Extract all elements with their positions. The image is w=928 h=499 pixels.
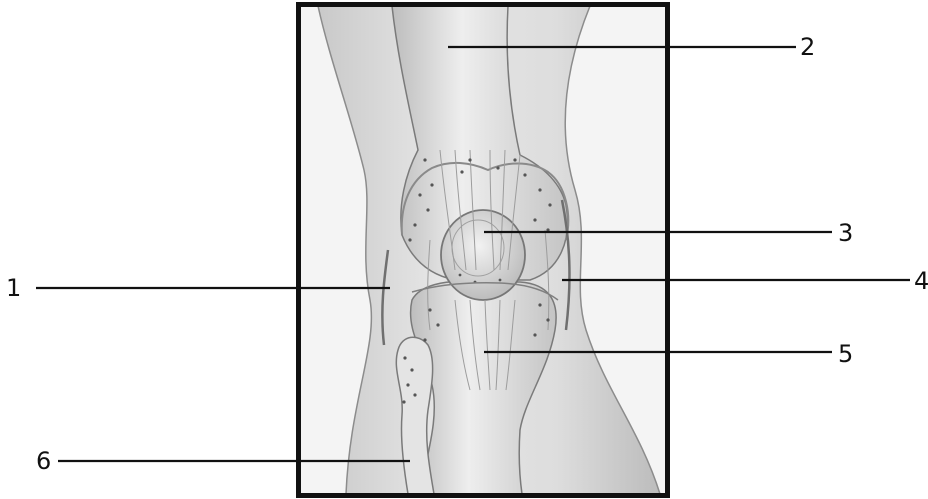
label-6: 6 <box>36 447 51 475</box>
knee-illustration <box>300 6 666 494</box>
label-4: 4 <box>914 267 928 295</box>
label-3: 3 <box>838 219 853 247</box>
label-2: 2 <box>800 33 815 61</box>
label-5: 5 <box>838 340 853 368</box>
label-1: 1 <box>6 274 21 302</box>
